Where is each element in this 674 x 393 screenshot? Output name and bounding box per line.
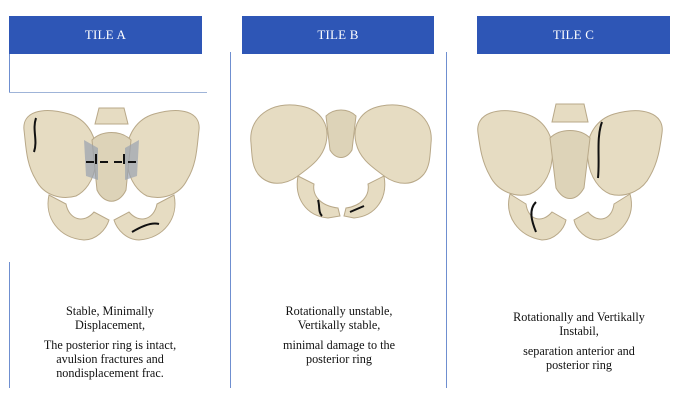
left-iliac-wing [251,105,327,183]
tile-b-caption-line-1: Rotationally unstable, [286,304,393,318]
tile-c-caption-line-3: separation anterior and [523,344,635,358]
pelvis-illustration-a [14,100,209,250]
tile-c-header: TILE C [477,16,670,54]
tile-c-caption-line-4: posterior ring [546,358,612,372]
tile-a-title: TILE A [85,27,126,43]
right-pubis [114,195,175,240]
tile-b-right-border [446,52,447,388]
sacrum [326,110,356,158]
tile-a-caption: Stable, Minimally Displacement, The post… [20,304,200,386]
tile-c-caption-line-2: Instabil, [559,324,599,338]
right-iliac-wing [355,105,431,183]
tile-b-header: TILE B [242,16,434,54]
tile-a-left-border-top [9,54,10,92]
fracture-line-1 [34,118,36,152]
right-pubis [574,194,631,240]
left-pubis [509,194,566,240]
left-pubis [297,176,340,218]
tile-a-caption-line-4: avulsion fractures and [56,352,164,366]
tile-b-caption: Rotationally unstable, Vertikally stable… [244,304,434,372]
tile-a-bottom-line [9,92,207,93]
vertebra [95,108,128,124]
tile-b-left-border [230,52,231,388]
tile-c-caption: Rotationally and Vertikally Instabil, se… [486,310,672,378]
pelvis-illustration-b [246,88,436,228]
tile-a-caption-line-2: Displacement, [75,318,145,332]
tile-b-caption-line-3: minimal damage to the [283,338,395,352]
tile-a-left-border-bottom [9,262,10,388]
sacrum [550,131,590,199]
pelvis-illustration-c [470,98,670,248]
tile-c-caption-line-1: Rotationally and Vertikally [513,310,645,324]
tile-b-caption-line-2: Vertikally stable, [298,318,381,332]
tile-c-title: TILE C [553,27,594,43]
tile-b-title: TILE B [317,27,358,43]
tile-a-header: TILE A [9,16,202,54]
left-pubis [48,195,109,240]
tile-a-caption-line-1: Stable, Minimally [66,304,154,318]
tile-a-caption-line-5: nondisplacement frac. [56,366,164,380]
tile-a-caption-line-3: The posterior ring is intact, [44,338,176,352]
tile-b-caption-line-4: posterior ring [306,352,372,366]
left-iliac-wing [478,111,553,195]
vertebra [552,104,588,122]
